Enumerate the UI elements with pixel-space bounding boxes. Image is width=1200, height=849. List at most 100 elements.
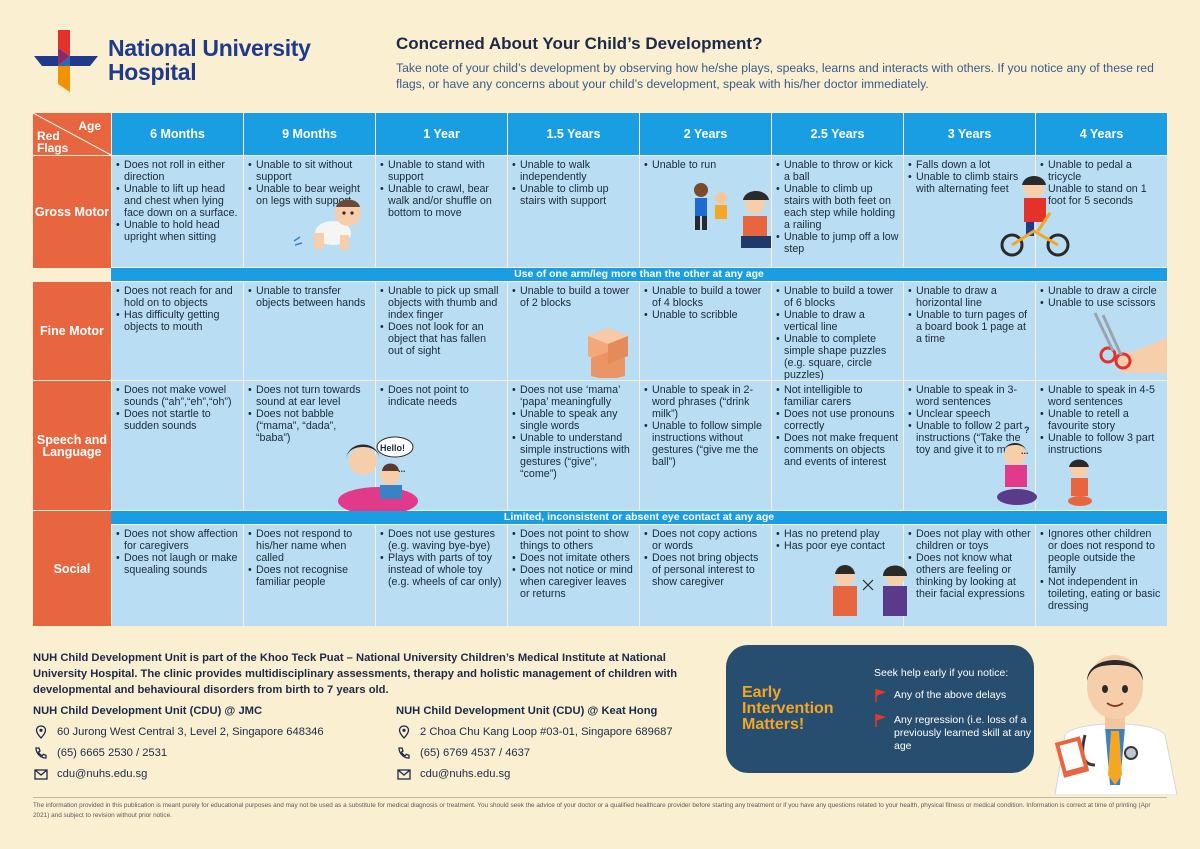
red-flag-item: Unable to follow 2 part instructions (“T…	[908, 420, 1031, 456]
red-flag-item: Unable to pick up small objects with thu…	[380, 285, 503, 321]
clinic-keat-hong-phone-row: (65) 6769 4537 / 4637	[396, 742, 673, 763]
fine-cell-6-months: Does not reach for and hold on to object…	[112, 282, 243, 380]
red-flag-item: Unable to speak in 4-5 word sentences	[1040, 384, 1163, 408]
clinic-keat-hong-email[interactable]: cdu@nuhs.edu.sg	[420, 767, 511, 780]
red-flag-item: Does not play with other children or toy…	[908, 528, 1031, 552]
early-line-3: Matters!	[742, 716, 805, 733]
red-flag-item: Does not babble (“mama”, “dada”, “baba”)	[248, 408, 371, 444]
clinic-keat-hong-address: 2 Choa Chu Kang Loop #03-01, Singapore 6…	[420, 725, 673, 738]
flag-item-delays-text: Any of the above delays	[894, 689, 1007, 701]
speech-cell-4-years: Unable to speak in 4-5 word sentencesUna…	[1036, 381, 1167, 510]
red-flag-item: Has difficulty getting objects to mouth	[116, 309, 239, 333]
social-cell-6-months: Does not show affection for caregiversDo…	[112, 525, 243, 626]
clinic-jmc-name: NUH Child Development Unit (CDU) @ JMC	[33, 705, 263, 717]
fine-cell-3-years: Unable to draw a horizontal lineUnable t…	[904, 282, 1035, 380]
corner-red-label: Red	[37, 129, 60, 143]
speech-cell-6-months: Does not make vowel sounds (“ah”,“eh”,“o…	[112, 381, 243, 510]
social-cell-2-years: Does not copy actions or wordsDoes not b…	[640, 525, 771, 626]
clinic-jmc-phone[interactable]: (65) 6665 2530 / 2531	[57, 746, 168, 759]
red-flag-item: Does not point to indicate needs	[380, 384, 503, 408]
red-flag-item: Unable to jump off a low step	[776, 231, 899, 255]
red-flag-item: Not independent in toileting, eating or …	[1040, 576, 1163, 612]
red-flag-item: Does not respond to his/her name when ca…	[248, 528, 371, 564]
red-flag-item: Does not roll in either direction	[116, 159, 239, 183]
clinic-keat-hong-phone[interactable]: (65) 6769 4537 / 4637	[420, 746, 531, 759]
red-flag-item: Does not startle to sudden sounds	[116, 408, 239, 432]
flag-item-regression-text: Any regression (i.e. loss of a previousl…	[894, 714, 1032, 752]
red-flag-item: Unable to use scissors	[1040, 297, 1163, 309]
corner-age-label: Age	[78, 119, 101, 133]
fine-cell-1-year: Unable to pick up small objects with thu…	[376, 282, 507, 380]
speech-bubble-dots-text: ...	[398, 464, 406, 474]
speech-bubble-dots-2-text: ...	[1021, 446, 1029, 456]
crawling-baby-illustration	[293, 199, 361, 250]
category-fine-motor: Fine Motor	[33, 282, 111, 380]
red-flag-item: Does not bring objects of personal inter…	[644, 552, 767, 588]
band-one-arm-leg: Use of one arm/leg more than the other a…	[111, 268, 1167, 281]
social-cell-1-5-years: Does not point to show things to othersD…	[508, 525, 639, 626]
corner-red-flags-label: Red Flags	[37, 130, 68, 154]
red-flag-item: Unable to follow 3 part instructions	[1040, 432, 1163, 456]
doctor-illustration	[1054, 655, 1178, 795]
red-flag-item: Unable to understand simple instructions…	[512, 432, 635, 480]
speech-cell-2-years: Unable to speak in 2-word phrases (“drin…	[640, 381, 771, 510]
gross-cell-1-5-years: Unable to walk independentlyUnable to cl…	[508, 156, 639, 267]
red-flag-item: Unable to speak any single words	[512, 408, 635, 432]
social-cell-9-months: Does not respond to his/her name when ca…	[244, 525, 375, 626]
red-flag-item: Does not turn towards sound at ear level	[248, 384, 371, 408]
logo-line-1: National University	[108, 35, 311, 61]
red-flag-item: Unable to draw a circle	[1040, 285, 1163, 297]
red-flag-item: Does not laugh or make squealing sounds	[116, 552, 239, 576]
red-flag-item: Does not point to show things to others	[512, 528, 635, 552]
category-gross-motor: Gross Motor	[33, 156, 111, 268]
red-flag-item: Does not use gestures (e.g. waving bye-b…	[380, 528, 503, 552]
page-title: Concerned About Your Child’s Development…	[396, 34, 763, 53]
mail-icon	[34, 768, 48, 780]
age-header-9-months: 9 Months	[244, 113, 375, 155]
speech-cell-1-5-years: Does not use ‘mama’ ‘papa’ meaningfullyU…	[508, 381, 639, 510]
age-header-2-5-years: 2.5 Years	[772, 113, 903, 155]
red-flag-item: Does not copy actions or words	[644, 528, 767, 552]
clinic-jmc-email[interactable]: cdu@nuhs.edu.sg	[57, 767, 148, 780]
red-flag-item: Does not make frequent comments on objec…	[776, 432, 899, 468]
social-cell-3-years: Does not play with other children or toy…	[904, 525, 1035, 626]
speech-bubble-question-text: ?	[1024, 425, 1030, 435]
red-flag-item: Unable to throw or kick a ball	[776, 159, 899, 183]
gross-cell-3-years: Falls down a lotUnable to climb stairs w…	[904, 156, 1035, 267]
red-flag-item: Unable to build a tower of 2 blocks	[512, 285, 635, 309]
tricycle-kid-illustration	[1000, 176, 1070, 257]
disclaimer: The information provided in this publica…	[33, 797, 1167, 821]
blocks-illustration	[588, 328, 628, 378]
red-flag-item: Does not know what others are feeling or…	[908, 552, 1031, 600]
red-flag-item: Does not notice or mind when caregiver l…	[512, 564, 635, 600]
red-flag-item: Does not show affection for caregivers	[116, 528, 239, 552]
red-flag-item: Unable to bear weight on legs with suppo…	[248, 183, 371, 207]
red-flag-item: Does not use ‘mama’ ‘papa’ meaningfully	[512, 384, 635, 408]
red-flag-item: Does not imitate others	[512, 552, 635, 564]
red-flag-item: Unable to climb stairs with alternating …	[908, 171, 1031, 195]
mother-baby-illustration	[338, 444, 418, 511]
clinic-jmc-email-row: cdu@nuhs.edu.sg	[33, 763, 324, 784]
gross-cell-6-months: Does not roll in either directionUnable …	[112, 156, 243, 267]
logo-line-2: Hospital	[108, 59, 197, 85]
red-flag-item: Does not make vowel sounds (“ah”,“eh”,“o…	[116, 384, 239, 408]
red-flag-item: Unable to hold head upright when sitting	[116, 219, 239, 243]
age-header-4-years: 4 Years	[1036, 113, 1167, 155]
red-flag-item: Not intelligible to familiar carers	[776, 384, 899, 408]
red-flag-icon	[875, 714, 886, 727]
red-flag-item: Unable to speak in 2-word phrases (“drin…	[644, 384, 767, 420]
red-flag-item: Does not look for an object that has fal…	[380, 321, 503, 357]
red-flag-item: Unclear speech	[908, 408, 1031, 420]
corner-divider	[33, 113, 111, 155]
category-social: Social	[33, 511, 111, 626]
speech-cell-2-5-years: Not intelligible to familiar carersDoes …	[772, 381, 903, 510]
red-flag-item: Unable to build a tower of 6 blocks	[776, 285, 899, 309]
gross-cell-4-years: Unable to pedal a tricycleUnable to stan…	[1036, 156, 1167, 267]
red-flag-item: Unable to build a tower of 4 blocks	[644, 285, 767, 309]
phone-icon	[398, 746, 410, 759]
red-flag-icon	[875, 689, 886, 702]
about-text: NUH Child Development Unit is part of th…	[33, 652, 678, 696]
speech-bubble-hello	[376, 436, 414, 458]
social-cell-4-years: Ignores other children or does not respo…	[1036, 525, 1167, 626]
red-flag-item: Has no pretend play	[776, 528, 899, 540]
